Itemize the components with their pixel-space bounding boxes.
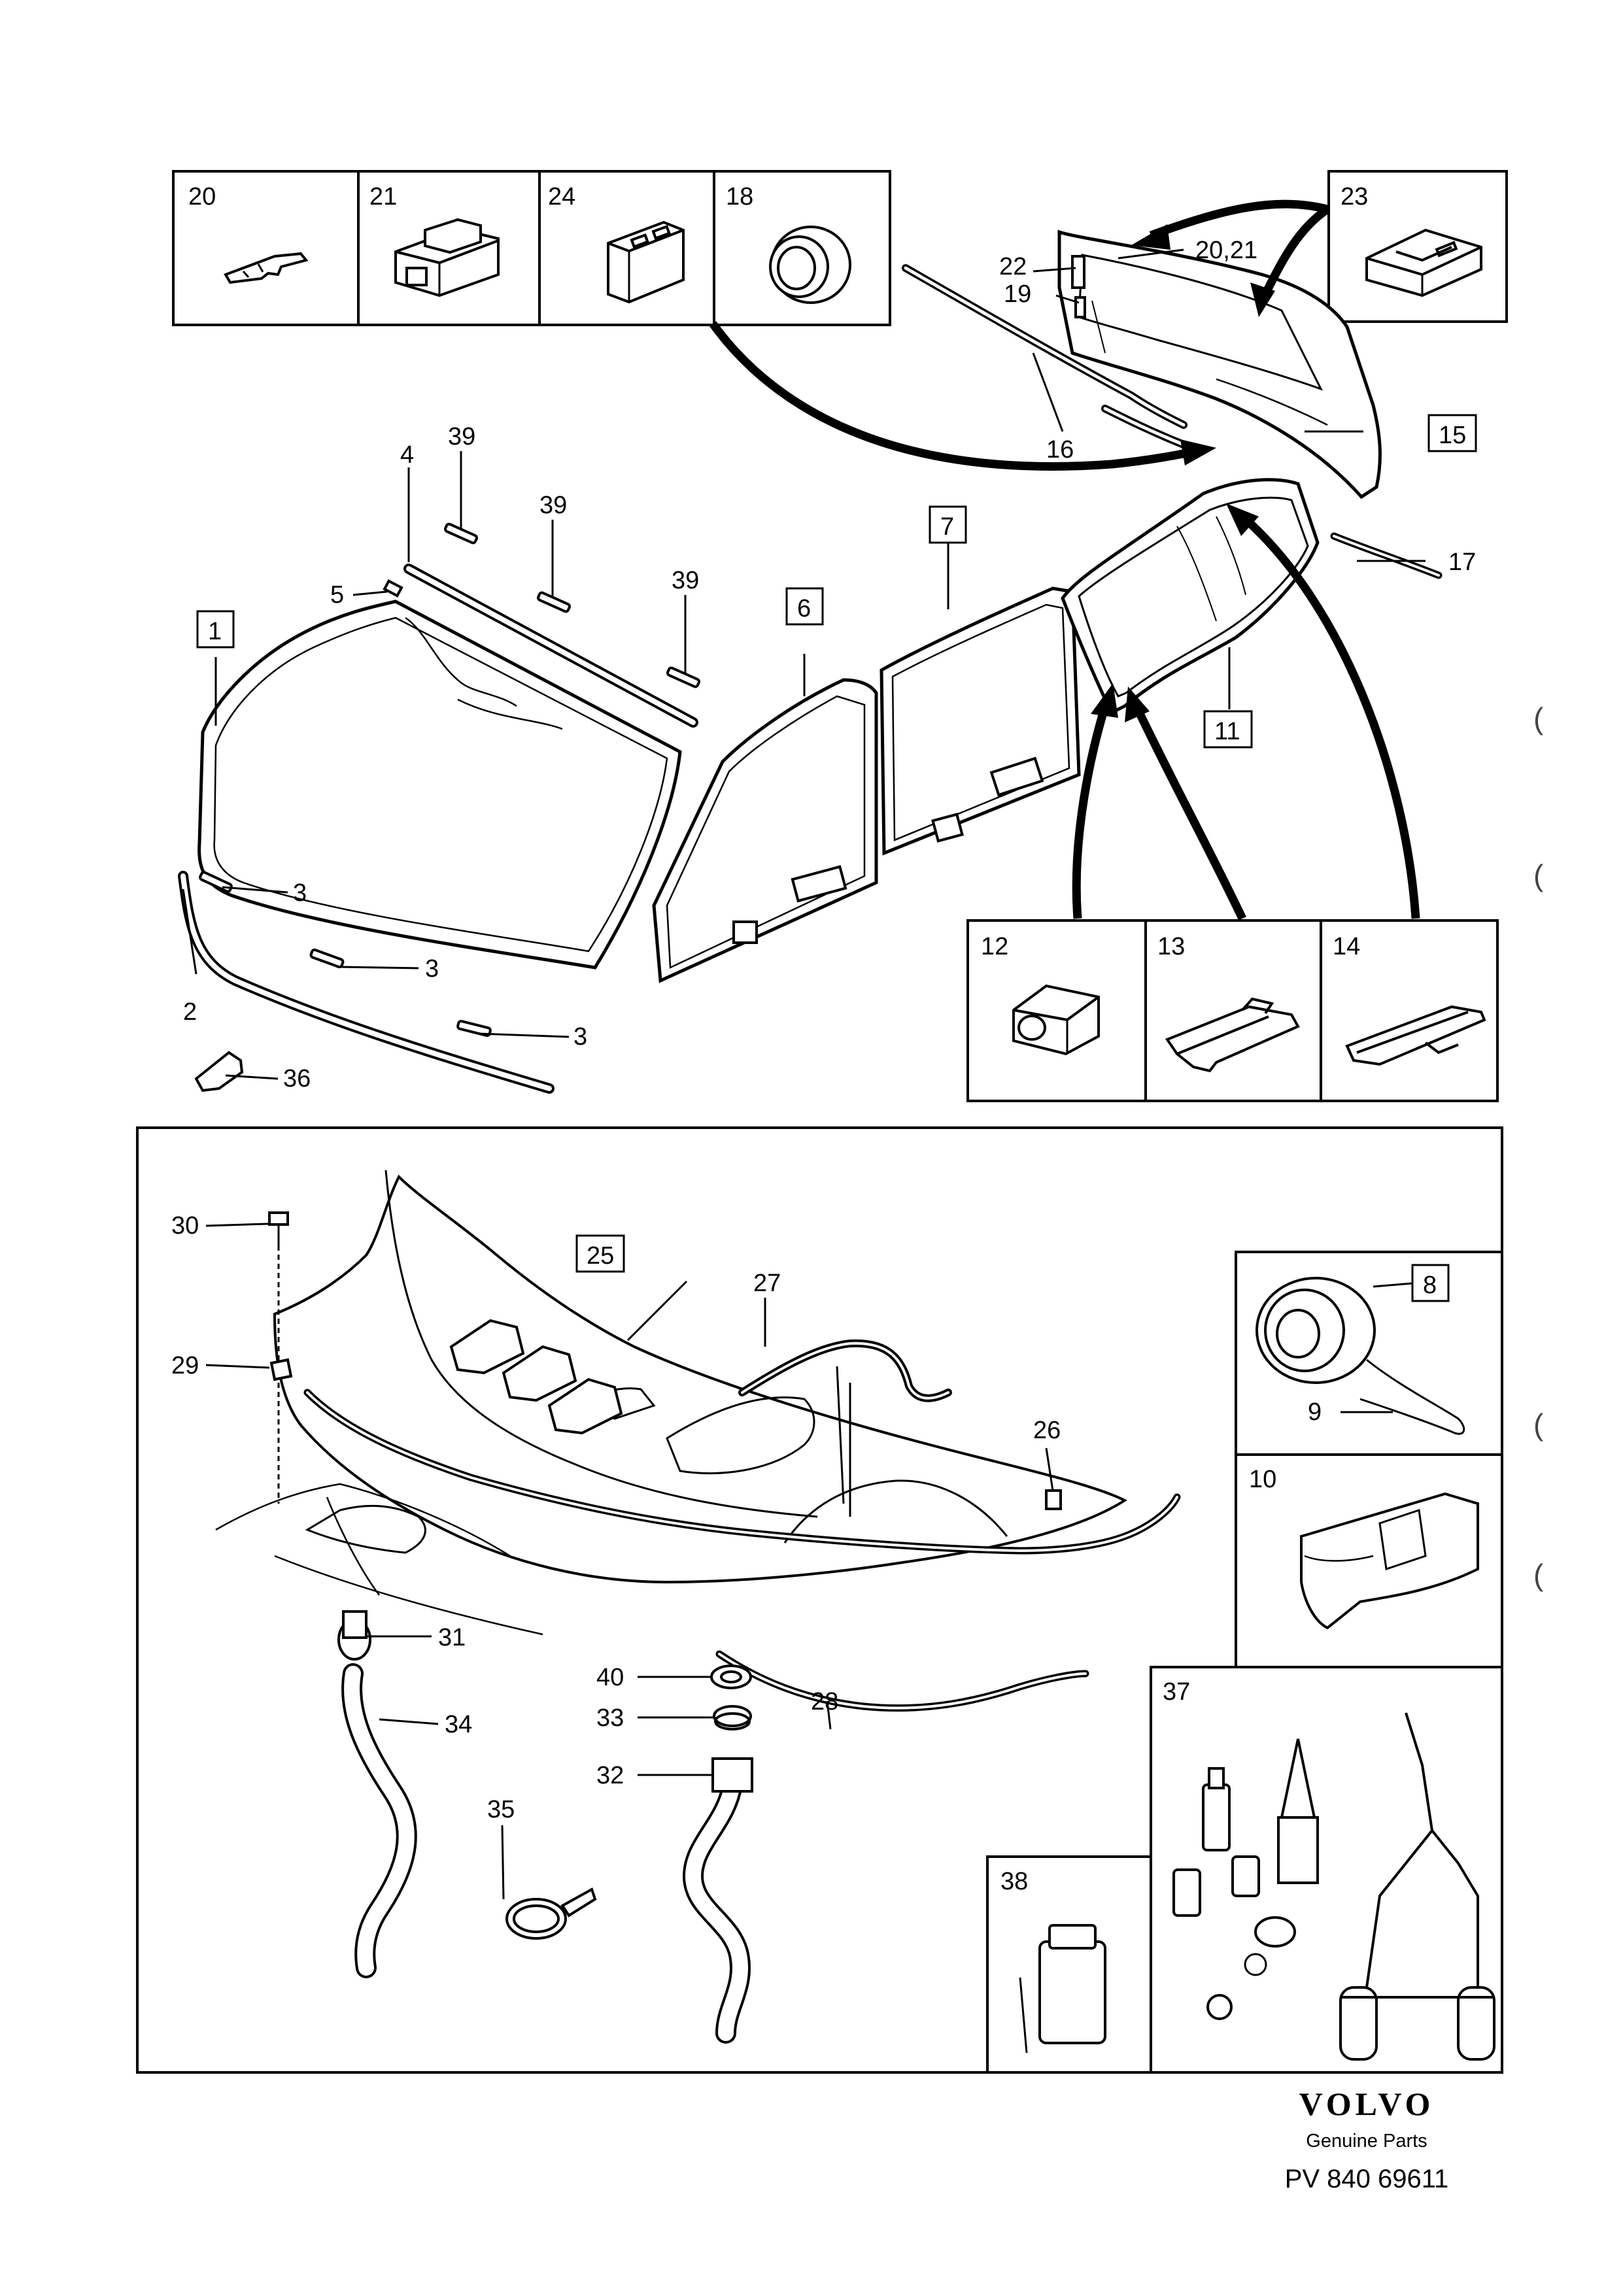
callout-20-21: 20,21 xyxy=(1195,237,1257,264)
brand-logo: VOLVO xyxy=(1299,2085,1435,2122)
grommet-part-40 xyxy=(710,1664,752,1689)
cowl-panel-part-25 xyxy=(273,1170,1128,1584)
callout-13: 13 xyxy=(1157,933,1185,960)
callout-32: 32 xyxy=(596,1762,624,1789)
detail-box-38: 38 xyxy=(986,1855,1152,2074)
callout-11: 11 xyxy=(1214,718,1240,745)
clip-part-13 xyxy=(1165,997,1300,1073)
callout-3-c: 3 xyxy=(573,1023,587,1051)
spacers-part-39 xyxy=(444,522,700,688)
clip-part-29 xyxy=(269,1358,293,1381)
callout-33: 33 xyxy=(596,1704,624,1732)
callout-25: 25 xyxy=(587,1242,614,1270)
nozzle-part-31 xyxy=(342,1610,367,1639)
clamp-part-35 xyxy=(505,1887,597,1940)
callout-14: 14 xyxy=(1333,933,1360,960)
callout-29: 29 xyxy=(171,1352,199,1379)
callouts: 1 2 3 3 3 4 5 6 7 8 9 11 15 16 17 19 20,… xyxy=(171,237,1477,1823)
callout-18: 18 xyxy=(726,183,753,211)
callout-35: 35 xyxy=(487,1796,515,1823)
callout-9: 9 xyxy=(1308,1398,1322,1426)
edge-mark: ( xyxy=(1533,858,1544,892)
callout-2: 2 xyxy=(183,998,197,1026)
edge-mark: ( xyxy=(1533,1558,1544,1592)
quarter-glass-part-11 xyxy=(1061,478,1320,715)
callout-39-c: 39 xyxy=(672,567,699,594)
bracket-part-27 xyxy=(738,1339,952,1402)
callout-7: 7 xyxy=(940,513,954,541)
diagram-part-number: PV 840 69611 xyxy=(1285,2165,1449,2193)
seal-part-16 xyxy=(902,264,1187,448)
callout-17: 17 xyxy=(1448,549,1476,576)
callout-39-b: 39 xyxy=(539,492,567,519)
callout-21: 21 xyxy=(369,183,397,211)
callout-19: 19 xyxy=(1004,280,1031,308)
callout-39-a: 39 xyxy=(448,423,475,450)
cowl-assembly-box xyxy=(136,1126,1503,2074)
brand-tagline: Genuine Parts xyxy=(1306,2131,1427,2152)
callout-12: 12 xyxy=(981,933,1008,960)
connector-part-26 xyxy=(1045,1489,1062,1510)
callout-38: 38 xyxy=(1000,1868,1028,1895)
callout-10: 10 xyxy=(1249,1466,1276,1493)
callout-28: 28 xyxy=(811,1688,838,1715)
clip-part-20 xyxy=(224,252,309,284)
door-glass-part-6 xyxy=(652,678,878,983)
callout-30: 30 xyxy=(171,1212,199,1240)
edge-mark: ( xyxy=(1533,701,1544,735)
callout-6: 6 xyxy=(797,595,811,622)
callout-24: 24 xyxy=(548,183,575,211)
brand-block: VOLVO Genuine Parts PV 840 69611 xyxy=(1285,2085,1449,2193)
clip-part-14 xyxy=(1345,1005,1486,1066)
grommet-part-18 xyxy=(769,226,851,304)
body-panel-fragment xyxy=(215,1483,543,1636)
callout-4: 4 xyxy=(400,441,414,469)
callout-1: 1 xyxy=(208,618,222,645)
detail-box-8-9 xyxy=(1235,1251,1503,1456)
callout-8: 8 xyxy=(1423,1272,1437,1299)
detail-box-row-top-left: 20 21 24 18 xyxy=(172,170,891,326)
connector-block-part-21 xyxy=(394,218,500,297)
detail-box-row-clips: 12 13 14 xyxy=(966,919,1499,1102)
callout-3-b: 3 xyxy=(425,955,439,983)
callout-34: 34 xyxy=(445,1711,472,1738)
pad-part-24 xyxy=(607,220,685,304)
callout-23: 23 xyxy=(1341,183,1368,211)
edge-mark: ( xyxy=(1533,1408,1544,1442)
detail-box-10: 10 xyxy=(1235,1453,1503,1668)
detail-box-23: 23 xyxy=(1327,170,1508,323)
callout-26: 26 xyxy=(1033,1417,1061,1444)
detail-box-37: 37 xyxy=(1150,1666,1503,2074)
strip-part-17 xyxy=(1330,532,1443,579)
door-glass-part-7 xyxy=(880,586,1081,856)
callout-5: 5 xyxy=(330,581,344,609)
callout-37: 37 xyxy=(1163,1678,1190,1706)
callout-3-a: 3 xyxy=(293,879,307,907)
hose-part-32 xyxy=(682,1757,753,2044)
callout-15: 15 xyxy=(1439,422,1466,449)
callout-20: 20 xyxy=(188,183,216,211)
callout-16: 16 xyxy=(1046,436,1074,464)
lower-seal-part-2 xyxy=(178,871,555,1094)
callout-22: 22 xyxy=(999,253,1027,280)
hose-part-34 xyxy=(337,1619,417,1978)
edge-marks: ( ( ( ( xyxy=(1533,701,1544,1592)
callout-27: 27 xyxy=(753,1270,781,1297)
windshield-part-1 xyxy=(197,599,682,970)
clip-part-12 xyxy=(1012,984,1100,1056)
clip-part-5 xyxy=(383,579,403,598)
callout-36: 36 xyxy=(283,1065,311,1092)
callout-40: 40 xyxy=(596,1664,624,1691)
callout-31: 31 xyxy=(438,1624,466,1651)
cowl-seal xyxy=(303,1389,1181,1712)
leader-lines xyxy=(182,248,1426,1900)
tool-part-36 xyxy=(194,1051,244,1092)
spring-part-33 xyxy=(713,1705,752,1730)
upper-seal-part-4 xyxy=(403,564,698,728)
reference-arrows xyxy=(709,199,1420,920)
rear-window-part-15 xyxy=(1057,229,1382,499)
